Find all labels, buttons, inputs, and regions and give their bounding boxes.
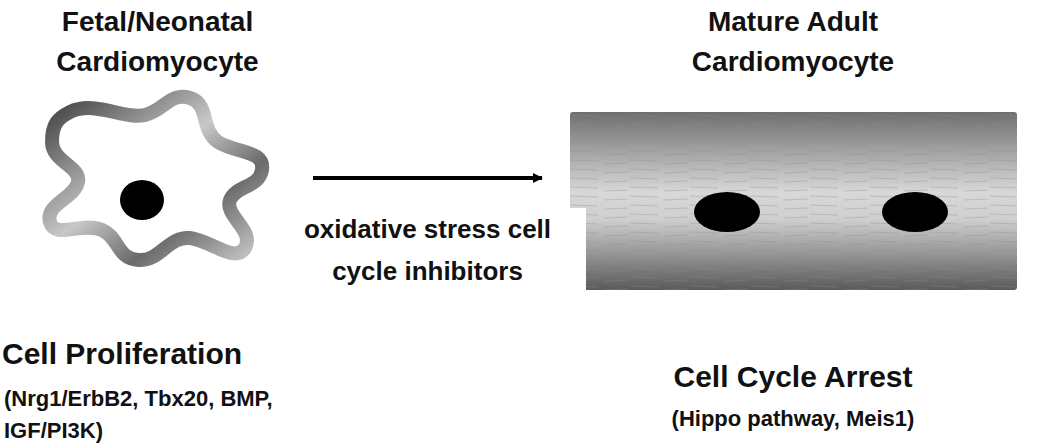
- process-title: Cell Proliferation: [2, 336, 322, 372]
- cell-heading: Mature Adult Cardiomyocyte: [643, 2, 943, 82]
- adult-cell: Mature Adult CardiomyocyteCell Cycle Arr…: [570, 112, 1017, 290]
- arrow-connector: [313, 176, 542, 180]
- factor-list: (Nrg1/ErbB2, Tbx20, BMP, IGF/PI3K): [4, 383, 274, 444]
- factor-list: (Hippo pathway, Meis1): [593, 403, 993, 435]
- process-title: Cell Cycle Arrest: [593, 359, 993, 395]
- adult-cell-illustration: [570, 112, 1017, 290]
- arrow-label: oxidative stress cell cycle inhibitors: [270, 208, 586, 292]
- cell-heading: Fetal/Neonatal Cardiomyocyte: [5, 2, 310, 82]
- fetal-cell-illustration: [40, 90, 275, 270]
- fetal-cell: Fetal/Neonatal CardiomyocyteCell Prolife…: [40, 90, 275, 270]
